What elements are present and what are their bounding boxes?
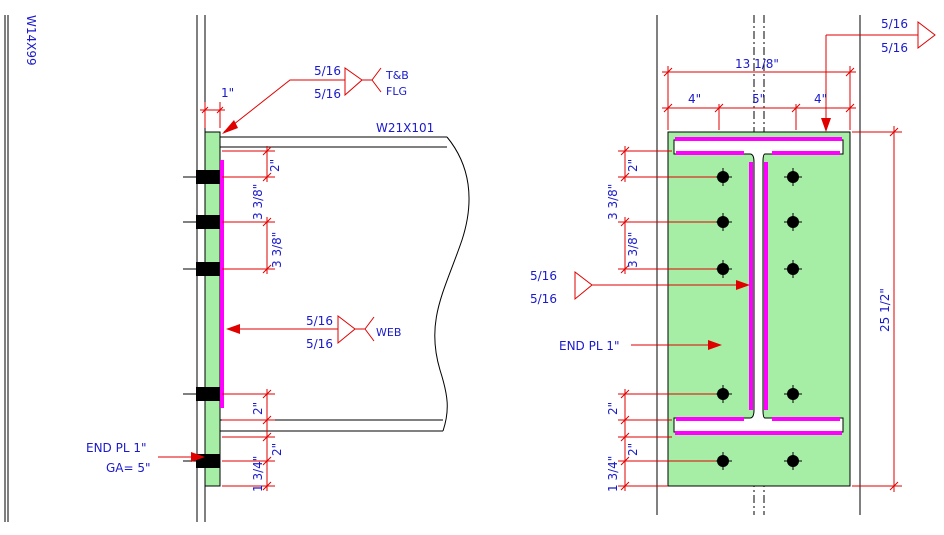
flange-weld-note-bottom: FLG — [386, 85, 407, 98]
bolt-side — [196, 170, 220, 184]
right-dim-top-edge: 2" — [626, 159, 640, 172]
left-dim-bottom-outer: 2" — [270, 443, 284, 456]
right-end-plate-note: END PL 1" — [559, 339, 620, 353]
left-dim-top-edge: 2" — [268, 159, 282, 172]
left-dim-bottom-inner: 2" — [251, 402, 265, 415]
bolt-side — [196, 387, 220, 401]
flange-weld-note-top: T&B — [385, 69, 409, 82]
beam-label: W21X101 — [376, 121, 434, 135]
bolt-hole — [714, 168, 732, 186]
right-web-weld-size-top: 5/16 — [530, 269, 557, 283]
left-dim-spacing-2: 3 3/8" — [270, 232, 284, 268]
beam-w21x101 — [220, 136, 470, 432]
right-dim-spacing-2: 3 3/8" — [626, 232, 640, 268]
flange-weld-size-bottom: 5/16 — [314, 87, 341, 101]
overall-height-dimension — [852, 126, 902, 492]
left-dim-bottom-edge: 1 3/4" — [251, 456, 265, 492]
bolt-hole — [714, 213, 732, 231]
right-web-weld-symbol — [574, 270, 750, 301]
bolt-side — [196, 215, 220, 229]
bolt-hole — [714, 385, 732, 403]
bolt-hole — [784, 385, 802, 403]
end-plate-side — [204, 131, 221, 487]
left-end-plate-leader — [158, 452, 205, 462]
overall-width-dimension — [662, 66, 856, 130]
top-weld-size-bottom: 5/16 — [881, 41, 908, 55]
profile-welds — [675, 137, 842, 435]
right-dim-spacing-1: 3 3/8" — [606, 184, 620, 220]
top-weld-symbol — [821, 20, 936, 132]
bolts-face — [714, 168, 802, 470]
right-dim-bottom-edge: 1 3/4" — [606, 456, 620, 492]
left-dim-spacing-1: 3 3/8" — [251, 184, 265, 220]
bolt-hole — [784, 168, 802, 186]
bolt-side — [196, 262, 220, 276]
left-vertical-dimensions — [222, 146, 275, 491]
bolt-hole — [784, 213, 802, 231]
flange-weld-size-top: 5/16 — [314, 64, 341, 78]
web-weld-note: WEB — [376, 326, 401, 339]
left-gage-note: GA= 5" — [106, 461, 151, 475]
web-weld-size-top: 5/16 — [306, 314, 333, 328]
overall-height-label: 25 1/2" — [878, 288, 892, 332]
bolt-hole — [714, 452, 732, 470]
right-dim-bottom-inner: 2" — [606, 402, 620, 415]
column-label: W14X99 — [24, 15, 38, 66]
bolt-hole — [714, 260, 732, 278]
plate-thickness-dimension — [200, 102, 225, 128]
flange-weld-symbol — [222, 67, 382, 134]
width-segment-1: 4" — [688, 92, 701, 106]
left-end-plate-note: END PL 1" — [86, 441, 147, 455]
bolt-hole — [784, 260, 802, 278]
top-weld-size-top: 5/16 — [881, 17, 908, 31]
width-segment-2: 5" — [752, 92, 765, 106]
beam-profile — [673, 139, 844, 433]
bolts-side — [183, 170, 220, 468]
web-weld-symbol — [226, 314, 375, 345]
right-web-weld-size-bottom: 5/16 — [530, 292, 557, 306]
web-weld-size-bottom: 5/16 — [306, 337, 333, 351]
width-segment-3: 4" — [814, 92, 827, 106]
right-face-view: 5/16 5/16 13 1/8" 4" 5" 4" 25 1/2" — [530, 15, 936, 515]
right-vertical-dimensions — [618, 146, 716, 491]
width-segment-dimensions — [662, 103, 856, 130]
left-elevation-view: W14X99 W21X101 — [4, 15, 470, 522]
right-dim-bottom-outer: 2" — [626, 443, 640, 456]
right-end-plate-leader — [631, 340, 722, 350]
plate-thickness-label: 1" — [221, 86, 234, 100]
bolt-hole — [784, 452, 802, 470]
overall-width-label: 13 1/8" — [735, 57, 779, 71]
